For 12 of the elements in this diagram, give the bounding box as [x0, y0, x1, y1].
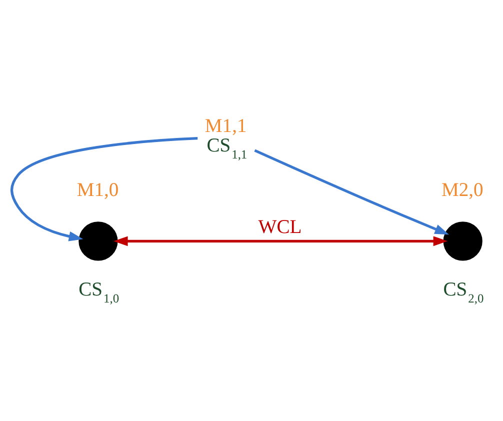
node-text: CS$_{1,1}$ — [206, 135, 248, 162]
node-circle — [443, 222, 482, 261]
node-label: M1,0 — [76, 180, 119, 201]
node-label: M2,0 — [442, 180, 484, 201]
edge-label: WCL — [258, 216, 302, 238]
arrow — [10, 137, 198, 242]
node-label: CS$_{1,0}$ — [78, 280, 120, 306]
node-circle — [78, 222, 118, 261]
node-label: CS$_{2,0}$ — [443, 280, 484, 306]
arrow — [114, 236, 448, 246]
arrow — [254, 149, 450, 235]
node-label: M1,1 — [204, 116, 247, 137]
